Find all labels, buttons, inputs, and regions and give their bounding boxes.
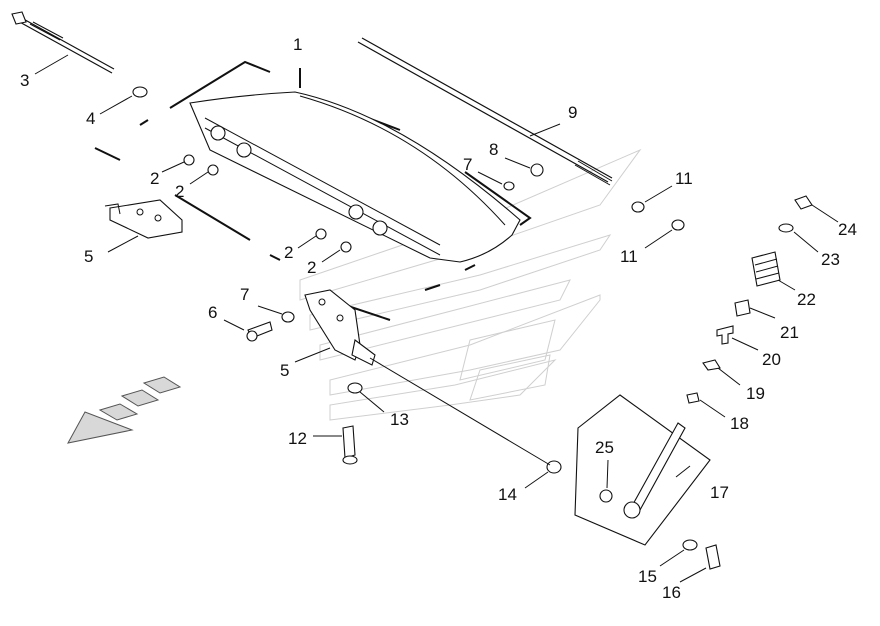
callout-4: 4	[86, 109, 95, 128]
washer-15	[682, 539, 698, 551]
callout-1: 1	[293, 35, 302, 54]
leader-lines	[34, 54, 839, 583]
callout-25: 25	[595, 438, 614, 457]
rod-9	[357, 37, 613, 186]
callout-20: 20	[762, 350, 781, 369]
callout-14: 14	[498, 485, 517, 504]
cover-panel	[189, 91, 521, 263]
callout-6: 6	[208, 303, 217, 322]
hinge-mount-left	[210, 125, 388, 236]
callout-23: 23	[821, 250, 840, 269]
callout-19: 19	[746, 384, 765, 403]
callout-labels: 1 2 2 2 2 3 4 5 5 6 7 7 8 9 11 11 12 13 …	[20, 35, 857, 602]
callout-11: 11	[675, 169, 693, 188]
nuts-2	[183, 154, 352, 253]
callout-7: 7	[463, 155, 472, 174]
callout-2: 2	[284, 243, 293, 262]
callout-7: 7	[240, 285, 249, 304]
hinge-bracket-right	[304, 289, 376, 366]
callout-11: 11	[620, 247, 638, 266]
washer-11a	[631, 201, 645, 213]
axis-line	[369, 357, 551, 466]
plunger-20	[716, 325, 734, 345]
callout-24: 24	[838, 220, 857, 239]
direction-arrow-icon	[67, 376, 182, 444]
spring-clip-19	[702, 359, 721, 371]
knob-22	[751, 251, 781, 287]
callout-21: 21	[780, 323, 799, 342]
callout-13: 13	[390, 410, 409, 429]
callout-15: 15	[638, 567, 657, 586]
callout-9: 9	[568, 103, 577, 122]
bolt-12	[342, 425, 358, 465]
nut-24	[794, 195, 813, 210]
nut-8	[530, 163, 544, 177]
callout-2: 2	[150, 169, 159, 188]
callout-22: 22	[797, 290, 816, 309]
bolt-long-3	[11, 11, 115, 74]
callout-16: 16	[662, 583, 681, 602]
callout-5: 5	[84, 247, 93, 266]
bolt-6	[246, 321, 273, 342]
nut-7-lower	[281, 311, 295, 323]
cap-21	[734, 299, 751, 317]
callout-3: 3	[20, 71, 29, 90]
callout-12: 12	[288, 429, 307, 448]
washer-13	[347, 382, 363, 394]
washer-23	[778, 223, 794, 233]
pin-18	[686, 392, 700, 404]
lever-plate-17	[574, 394, 711, 546]
nut-7-upper	[503, 181, 515, 191]
washer-4	[132, 86, 148, 98]
callout-8: 8	[489, 140, 498, 159]
callout-18: 18	[730, 414, 749, 433]
hinge-bracket-left	[104, 199, 183, 239]
washer-14	[546, 460, 562, 474]
callout-5: 5	[280, 361, 289, 380]
callout-17: 17	[710, 483, 729, 502]
pin-16	[705, 544, 721, 570]
washer-11b	[671, 219, 685, 231]
callout-2: 2	[175, 182, 184, 201]
callout-2: 2	[307, 258, 316, 277]
